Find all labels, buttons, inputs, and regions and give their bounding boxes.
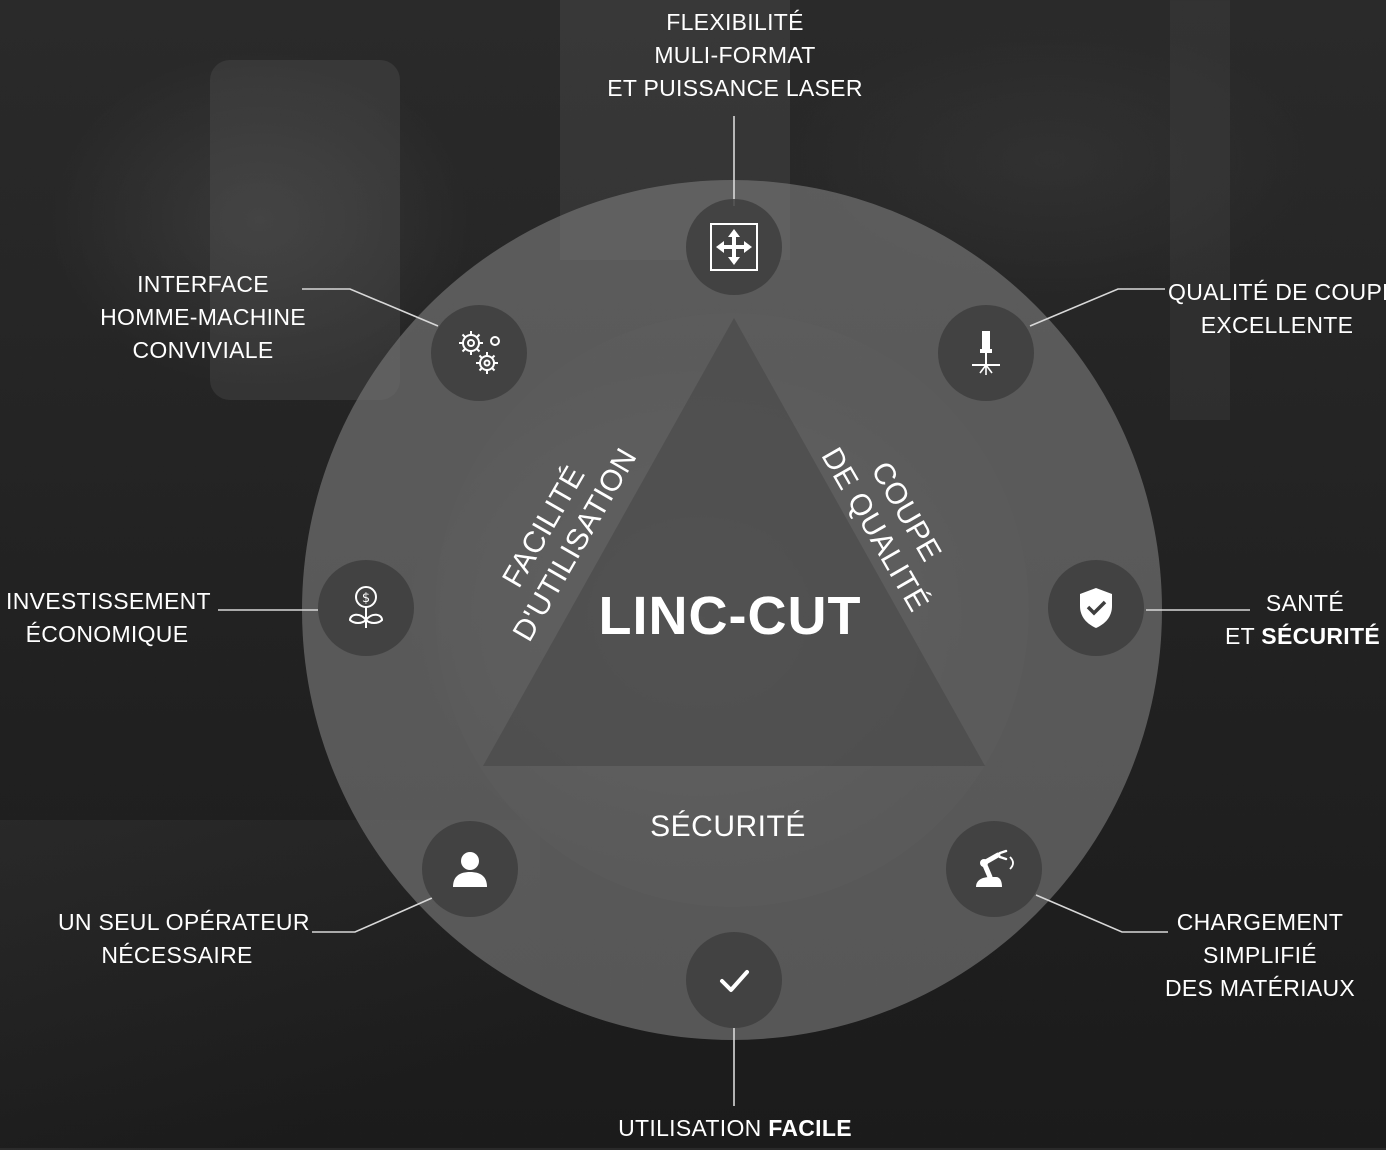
label-right-bold: SÉCURITÉ [1261, 623, 1380, 649]
label-top-right-bold1: QUALITÉ DE COUPE [1168, 279, 1386, 305]
diagram-title: LINC-CUT [598, 586, 862, 646]
label-top-right-bold2: EXCELLENTE [1200, 312, 1354, 338]
connector-bottom-right [1035, 894, 1168, 933]
label-top-bold: FLEXIBILITÉ [666, 9, 804, 35]
label-bottom-right-line3: DES MATÉRIAUX [1164, 975, 1356, 1001]
label-top-left: INTERFACE HOMME-MACHINE CONVIVIALE [78, 268, 328, 367]
label-left: INVESTISSEMENT ÉCONOMIQUE [6, 585, 211, 651]
label-top-line3: ET PUISSANCE LASER [607, 75, 863, 101]
money-plant-icon: $ [348, 586, 384, 628]
move-arrows-icon [710, 223, 758, 271]
label-bottom-bold: FACILE [768, 1115, 852, 1141]
connector-bottom-left [312, 897, 433, 933]
shield-check-icon [1080, 588, 1112, 628]
center-triangle [483, 318, 985, 766]
checkmark-icon [720, 970, 749, 992]
label-top: FLEXIBILITÉ MULI-FORMAT ET PUISSANCE LAS… [560, 6, 910, 105]
background-frame [1170, 0, 1230, 420]
svg-text:$: $ [362, 591, 370, 606]
label-right-line1: SANTÉ [1265, 590, 1344, 616]
label-bottom-left-bold: UN SEUL OPÉRATEUR [58, 909, 310, 935]
side-label-bottom: SÉCURITÉ [650, 810, 806, 843]
icon-top [686, 199, 782, 295]
user-icon [453, 852, 487, 887]
icon-right [1048, 560, 1144, 656]
robot-arm-icon [976, 849, 1014, 887]
label-top-left-line1: INTERFACE [137, 271, 269, 297]
icon-top-right [938, 305, 1034, 401]
icon-bottom [686, 932, 782, 1028]
label-top-line2: MULI-FORMAT [654, 42, 816, 68]
label-bottom-right-bold: SIMPLIFIÉ [1203, 942, 1317, 968]
laser-cutter-icon [972, 331, 1000, 375]
label-left-bold: ÉCONOMIQUE [25, 621, 189, 647]
label-top-left-bold: CONVIVIALE [132, 337, 274, 363]
label-bottom-right: CHARGEMENT SIMPLIFIÉ DES MATÉRIAUX [1150, 906, 1370, 1005]
connector-top-left [302, 288, 439, 327]
label-bottom-right-line1: CHARGEMENT [1176, 909, 1344, 935]
background-machine-part [210, 60, 400, 400]
label-bottom-line: UTILISATION FACILE [560, 1112, 910, 1145]
icon-left: $ [318, 560, 414, 656]
icon-bottom-left [422, 821, 518, 917]
label-bottom-left: UN SEUL OPÉRATEUR NÉCESSAIRE [58, 906, 310, 972]
label-right: SANTÉ ET SÉCURITÉ [1220, 587, 1380, 653]
label-right-line2: ET SÉCURITÉ [1220, 620, 1380, 653]
icon-bottom-right [946, 821, 1042, 917]
label-bottom-prefix: UTILISATION [618, 1115, 769, 1141]
label-bottom-left-line2: NÉCESSAIRE [101, 942, 253, 968]
gears-icon [459, 331, 500, 374]
label-right-prefix: ET [1225, 623, 1262, 649]
icon-top-left [431, 305, 527, 401]
connector-top-right [1029, 288, 1165, 327]
label-bottom: UTILISATION FACILE [560, 1112, 910, 1145]
label-top-left-line2: HOMME-MACHINE [100, 304, 306, 330]
label-top-right: QUALITÉ DE COUPE EXCELLENTE [1168, 276, 1386, 342]
label-left-line1: INVESTISSEMENT [6, 588, 211, 614]
